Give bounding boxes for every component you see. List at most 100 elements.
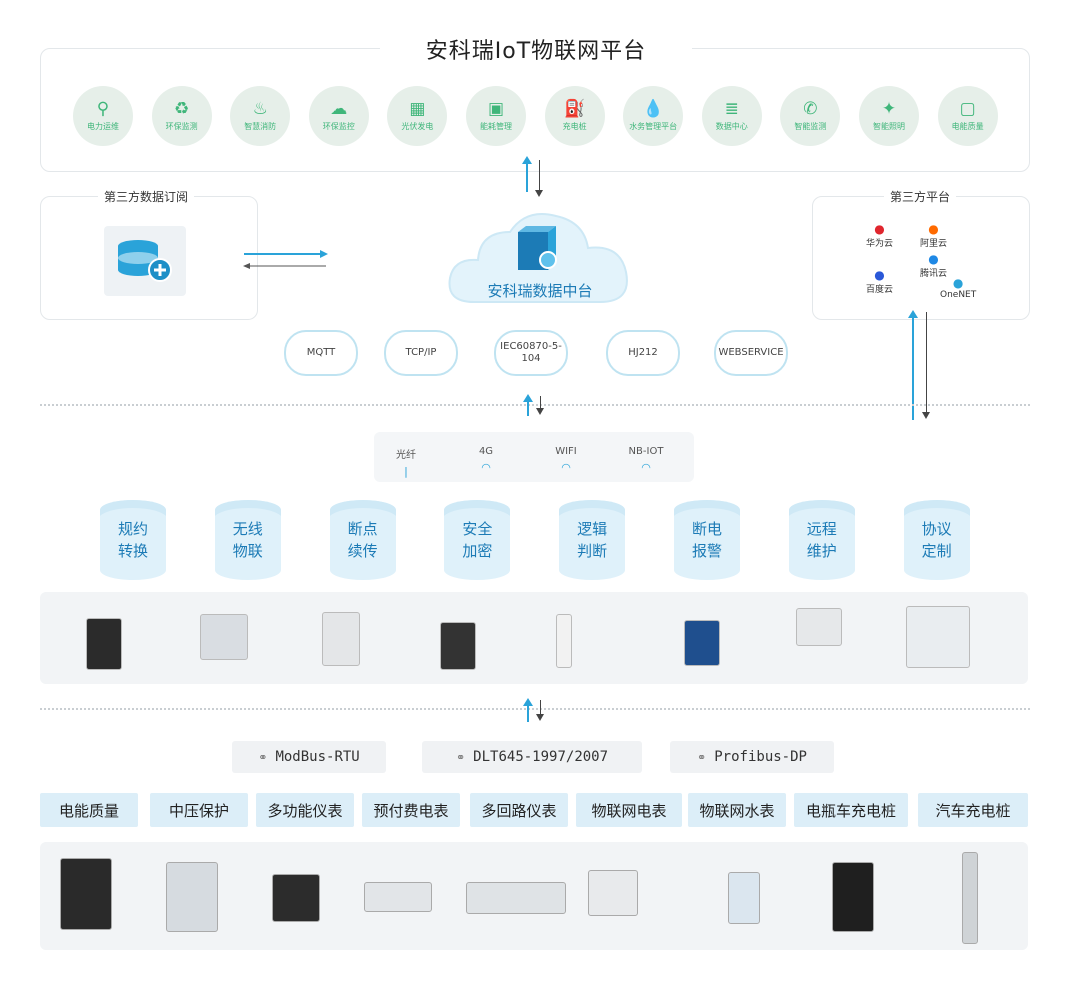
feature-cylinder: 远程 维护 <box>788 500 855 580</box>
vendor-logo[interactable]: ●OneNET <box>940 276 976 300</box>
down-arrow <box>539 160 540 190</box>
app-item[interactable]: ♻环保监测 <box>151 86 212 146</box>
bus-protocol-tag: ⚭ DLT645-1997/2007 <box>422 741 642 773</box>
feature-cylinder: 断电 报警 <box>674 500 740 580</box>
vendor-logo[interactable]: ●阿里云 <box>920 222 947 249</box>
up-arrow-head <box>523 394 533 402</box>
data-center-cloud <box>448 213 628 303</box>
data-subscription-title: 第三方数据订阅 <box>98 188 195 205</box>
bus-protocol-label: DLT645-1997/2007 <box>473 749 609 765</box>
feature-cylinder: 无线 物联 <box>214 500 281 580</box>
app-item[interactable]: ⚲ 电力运维 <box>73 86 133 146</box>
bus-protocol-label: Profibus-DP <box>714 749 807 765</box>
wifi-icon: ◠ <box>561 461 571 474</box>
terminal-device <box>588 870 638 916</box>
vendor-name: OneNET <box>940 290 977 300</box>
gateway-device <box>556 614 572 668</box>
app-item[interactable]: ⛽充电桩 <box>544 86 605 146</box>
terminal-device <box>364 882 432 912</box>
app-label: 智能监测 <box>794 122 827 131</box>
down-arrow <box>926 312 927 412</box>
app-label: 环保监控 <box>322 122 355 131</box>
gateway-device <box>86 618 122 670</box>
vendor-name: 腾讯云 <box>920 269 948 279</box>
app-item[interactable]: ▦光伏发电 <box>387 86 448 146</box>
protocol-cloud: IEC60870-5-104 <box>494 330 568 376</box>
feature-cylinder: 逻辑 判断 <box>559 500 626 580</box>
vendor-logo[interactable]: ● 华为云 <box>866 222 893 249</box>
app-label: 电能质量 <box>951 122 984 131</box>
app-label: 充电桩 <box>562 122 587 131</box>
category-tab[interactable]: 多功能仪表 <box>256 793 354 827</box>
app-item[interactable]: ☁环保监控 <box>308 86 369 146</box>
network-label: WIFI <box>555 446 577 457</box>
network-item: 光纤| <box>376 446 436 478</box>
app-label: 智慧消防 <box>244 122 277 131</box>
map-pin-icon: ⚲ <box>96 99 110 119</box>
app-label: 数据中心 <box>715 122 748 131</box>
gateway-device <box>684 620 720 666</box>
category-tab[interactable]: 汽车充电桩 <box>918 793 1028 827</box>
link-icon: ⚭ <box>697 750 707 764</box>
up-arrow-head <box>523 698 533 706</box>
app-label: 能耗管理 <box>480 122 512 131</box>
protocol-cloud: HJ212 <box>606 330 680 376</box>
down-arrow-head <box>536 408 544 415</box>
network-panel <box>374 432 694 482</box>
up-arrow <box>912 316 914 420</box>
vendor-icon: ● <box>952 276 964 290</box>
down-arrow-head <box>535 190 543 197</box>
gateway-device <box>200 614 248 660</box>
solar-panel-icon: ▦ <box>409 99 426 119</box>
terminal-device <box>466 882 566 914</box>
category-tab[interactable]: 电瓶车充电桩 <box>794 793 908 827</box>
third-party-title: 第三方平台 <box>884 188 957 205</box>
up-arrow <box>527 398 529 416</box>
app-item[interactable]: ≣ 数据中心 <box>701 86 762 146</box>
platform-title: 安科瑞IoT物联网平台 <box>380 33 692 65</box>
category-tab[interactable]: 物联网水表 <box>688 793 786 827</box>
antenna-icon: ✆ <box>803 99 818 119</box>
app-item[interactable]: ✆ 智能监测 <box>780 86 841 146</box>
app-item[interactable]: ▣能耗管理 <box>466 86 526 146</box>
bus-protocol-tag: ⚭ Profibus-DP <box>670 741 834 773</box>
link-icon: ⚭ <box>455 750 466 764</box>
bulb-icon: ✦ <box>881 99 897 119</box>
category-tab[interactable]: 电能质量 <box>40 793 138 827</box>
vendor-logo[interactable]: ●百度云 <box>866 268 893 295</box>
vendor-logo[interactable]: ●腾讯云 <box>920 252 947 279</box>
bus-protocol-tag: ⚭ModBus-RTU <box>232 741 386 773</box>
network-item: NB-IOT◠ <box>616 446 676 474</box>
app-label: 电力运维 <box>87 122 119 131</box>
terminal-device <box>728 872 760 924</box>
protocol-cloud: MQTT <box>284 330 358 376</box>
vendor-icon: ● <box>874 268 885 282</box>
app-item[interactable]: 💧水务管理平台 <box>623 86 684 146</box>
network-label: 光纤 <box>396 450 416 461</box>
divider <box>40 404 1030 406</box>
terminal-device <box>60 858 112 930</box>
category-tab[interactable]: 中压保护 <box>150 793 248 827</box>
terminal-device <box>832 862 874 932</box>
category-tab[interactable]: 多回路仪表 <box>470 793 568 827</box>
terminal-device <box>962 852 978 944</box>
up-arrow-head <box>908 310 918 318</box>
network-item: 4G◠ <box>456 446 516 474</box>
third-party-panel <box>812 196 1030 320</box>
database-icon: ≣ <box>724 99 739 119</box>
app-item[interactable]: ✦智能照明 <box>859 86 919 146</box>
gateway-device <box>906 606 970 668</box>
gateway-device <box>796 608 842 646</box>
down-arrow-head <box>536 714 544 721</box>
terminal-device <box>272 874 320 922</box>
down-arrow <box>540 396 541 410</box>
app-item[interactable]: ♨智慧消防 <box>230 86 291 146</box>
up-arrow-head <box>522 156 532 164</box>
vendor-name: 华为云 <box>866 239 894 249</box>
vendor-icon: ● <box>874 222 885 236</box>
category-tab[interactable]: 物联网电表 <box>576 793 682 827</box>
bus-protocol-label: ModBus-RTU <box>275 749 360 765</box>
exchange-arrows <box>243 250 328 269</box>
category-tab[interactable]: 预付费电表 <box>362 793 460 827</box>
app-item[interactable]: ▢电能质量 <box>937 86 998 146</box>
